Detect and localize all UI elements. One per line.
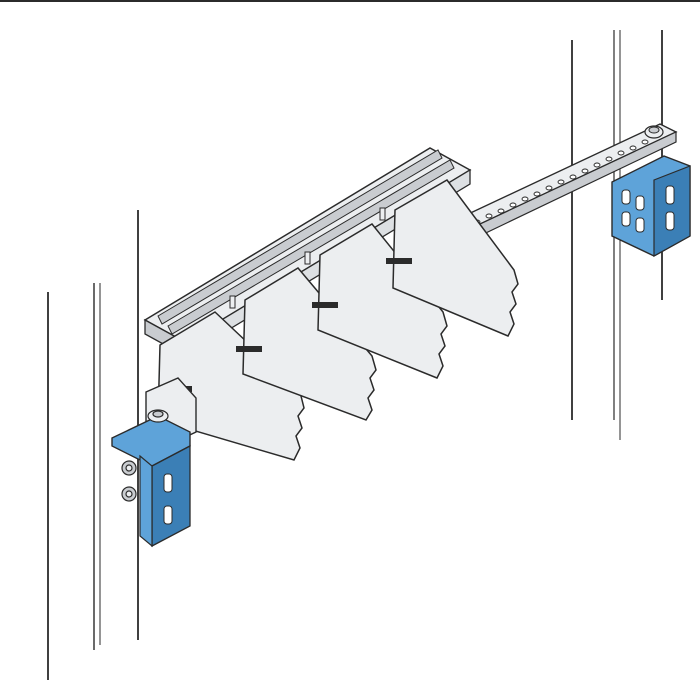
- mounting-rail: [428, 123, 678, 253]
- support-pins: [229, 207, 386, 309]
- right-bracket: [611, 125, 691, 258]
- partition-plate-4: [392, 179, 519, 337]
- left-bracket-bolts: [121, 409, 169, 502]
- left-bracket: [111, 377, 197, 548]
- right-bracket-bolt: [644, 125, 664, 139]
